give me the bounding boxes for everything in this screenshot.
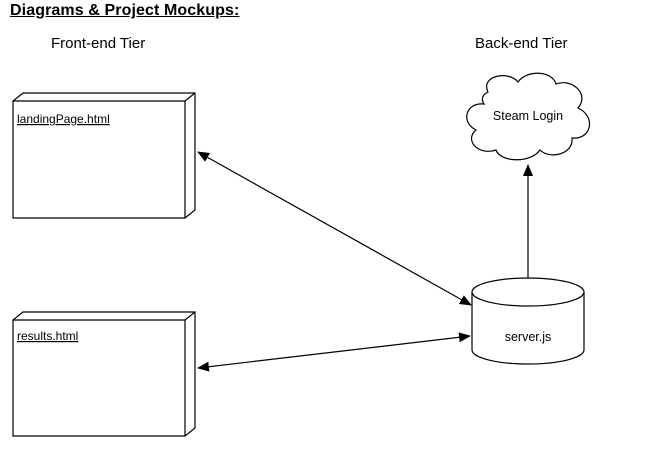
server-database[interactable]: server.js — [471, 277, 585, 365]
backend-tier-label: Back-end Tier — [475, 35, 568, 52]
results-node[interactable]: results.html — [12, 311, 196, 437]
steam-login-label: Steam Login — [493, 109, 563, 123]
results-node-label: results.html — [17, 329, 78, 343]
landing-page-node-label: landingPage.html — [17, 112, 110, 126]
landing-server-connector — [197, 151, 472, 306]
frontend-tier-label: Front-end Tier — [51, 35, 145, 52]
page-heading: Diagrams & Project Mockups: — [10, 2, 240, 19]
server-label: server.js — [505, 330, 552, 344]
results-server-connector — [197, 332, 471, 372]
landing-page-node[interactable]: landingPage.html — [12, 92, 196, 219]
steam-login-cloud[interactable]: Steam Login — [466, 72, 591, 161]
